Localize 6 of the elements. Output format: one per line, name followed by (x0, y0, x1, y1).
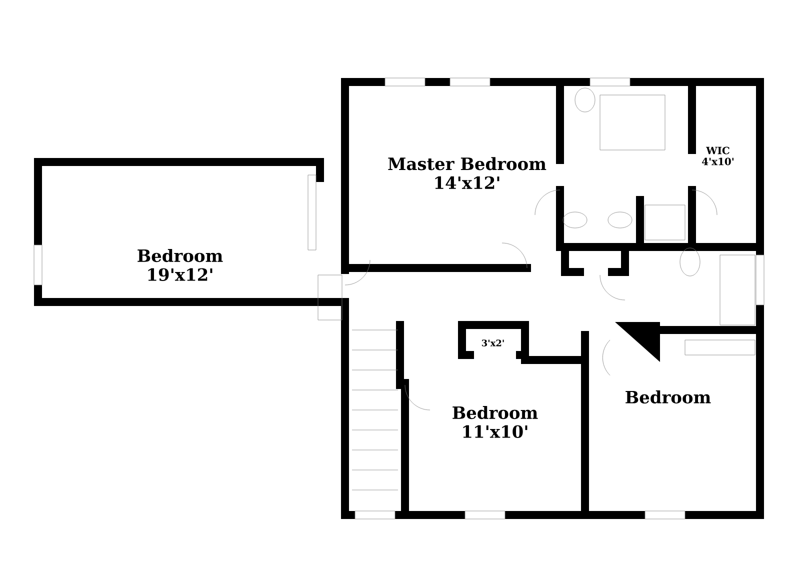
room-label: Master Bedroom 14'x12' (388, 157, 546, 189)
room-label: WIC 4'x10' (702, 146, 734, 166)
room-label: Bedroom 19'x12' (138, 248, 223, 281)
room-label: Bedroom (626, 390, 711, 404)
room-label: Bedroom 11'x10' (452, 406, 538, 438)
room-label: 3'x2' (482, 340, 504, 346)
